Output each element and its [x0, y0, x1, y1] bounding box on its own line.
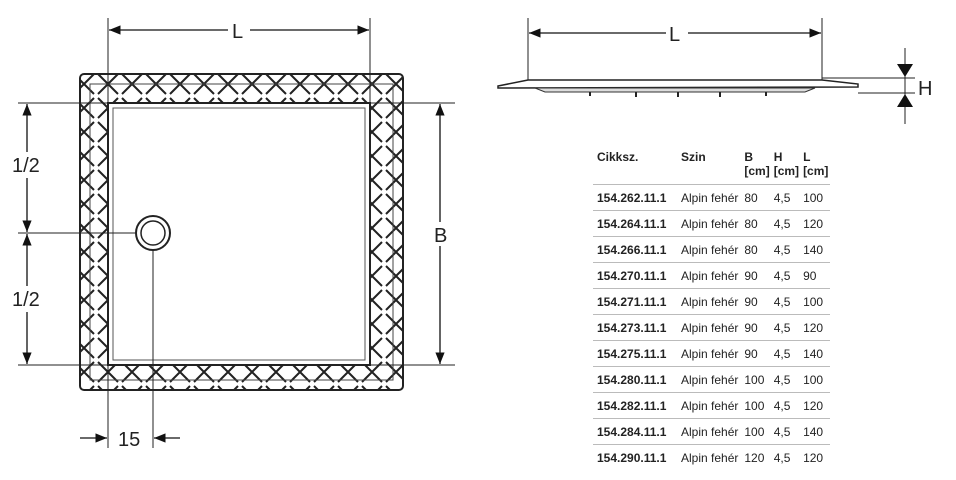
cell-color: Alpin fehér: [677, 288, 743, 315]
cell-color: Alpin fehér: [677, 340, 743, 367]
cell-h: 4,5: [771, 210, 802, 237]
cell-h: 4,5: [771, 262, 802, 289]
cell-code: 154.280.11.1: [593, 366, 677, 393]
cell-l: 90: [801, 262, 831, 289]
table-header: Cikksz. Szin B[cm] H[cm] L[cm]: [593, 148, 830, 185]
cell-l: 140: [801, 236, 831, 263]
cell-color: Alpin fehér: [677, 366, 743, 393]
col-code: Cikksz.: [597, 150, 639, 164]
cell-b: 80: [742, 184, 772, 211]
cell-h: 4,5: [771, 392, 802, 419]
cell-color: Alpin fehér: [677, 262, 743, 289]
cell-color: Alpin fehér: [677, 210, 743, 237]
col-l-label: L: [803, 150, 811, 164]
cell-b: 90: [742, 262, 772, 289]
cell-code: 154.266.11.1: [593, 236, 677, 263]
dim-length-label: L: [232, 21, 243, 43]
cell-b: 120: [742, 444, 772, 470]
product-table: Cikksz. Szin B[cm] H[cm] L[cm] 154.262.1…: [593, 148, 831, 470]
cell-l: 120: [801, 314, 831, 341]
cell-code: 154.264.11.1: [593, 210, 677, 237]
cell-code: 154.270.11.1: [593, 262, 677, 289]
cell-code: 154.282.11.1: [593, 392, 677, 419]
cell-color: Alpin fehér: [677, 444, 743, 470]
cell-h: 4,5: [771, 366, 802, 393]
cell-h: 4,5: [771, 236, 802, 263]
side-height-label: H: [918, 78, 932, 100]
cell-color: Alpin fehér: [677, 314, 743, 341]
cell-l: 100: [801, 288, 831, 315]
col-b: B[cm]: [742, 148, 771, 185]
cell-l: 120: [801, 210, 831, 237]
cell-h: 4,5: [771, 340, 802, 367]
cell-h: 4,5: [771, 444, 802, 470]
cell-h: 4,5: [771, 184, 802, 211]
cell-l: 140: [801, 418, 831, 445]
plan-view: L B 1/2 1/2 15: [12, 18, 455, 451]
cell-b: 80: [742, 236, 772, 263]
cell-l: 100: [801, 366, 831, 393]
cell-b: 80: [742, 210, 772, 237]
cell-code: 154.275.11.1: [593, 340, 677, 367]
cell-b: 100: [742, 418, 772, 445]
cell-code: 154.284.11.1: [593, 418, 677, 445]
cell-b: 90: [742, 314, 772, 341]
cell-code: 154.273.11.1: [593, 314, 677, 341]
cell-l: 140: [801, 340, 831, 367]
cell-h: 4,5: [771, 418, 802, 445]
cell-h: 4,5: [771, 288, 802, 315]
col-l: L[cm]: [801, 148, 830, 185]
cell-l: 120: [801, 444, 831, 470]
dim-drain-offset-label: 15: [118, 429, 140, 451]
col-b-label: B: [744, 150, 754, 164]
cell-color: Alpin fehér: [677, 184, 743, 211]
col-color: Szin: [681, 150, 706, 164]
cell-color: Alpin fehér: [677, 418, 743, 445]
dim-width-label: B: [434, 225, 447, 247]
col-b-unit: [cm]: [744, 164, 770, 178]
col-h-label: H: [773, 150, 783, 164]
cell-code: 154.262.11.1: [593, 184, 677, 211]
cell-color: Alpin fehér: [677, 392, 743, 419]
cell-h: 4,5: [771, 314, 802, 341]
col-h-unit: [cm]: [773, 164, 800, 178]
col-h: H[cm]: [772, 148, 801, 185]
cell-code: 154.290.11.1: [593, 444, 677, 470]
dim-half-top-label: 1/2: [12, 155, 40, 177]
cell-b: 100: [742, 366, 772, 393]
cell-code: 154.271.11.1: [593, 288, 677, 315]
col-l-unit: [cm]: [803, 164, 829, 178]
cell-b: 90: [742, 340, 772, 367]
side-length-label: L: [669, 24, 680, 46]
dim-half-bottom-label: 1/2: [12, 289, 40, 311]
side-view: L H: [497, 18, 932, 124]
cell-l: 120: [801, 392, 831, 419]
cell-l: 100: [801, 184, 831, 211]
cell-b: 90: [742, 288, 772, 315]
cell-b: 100: [742, 392, 772, 419]
cell-color: Alpin fehér: [677, 236, 743, 263]
